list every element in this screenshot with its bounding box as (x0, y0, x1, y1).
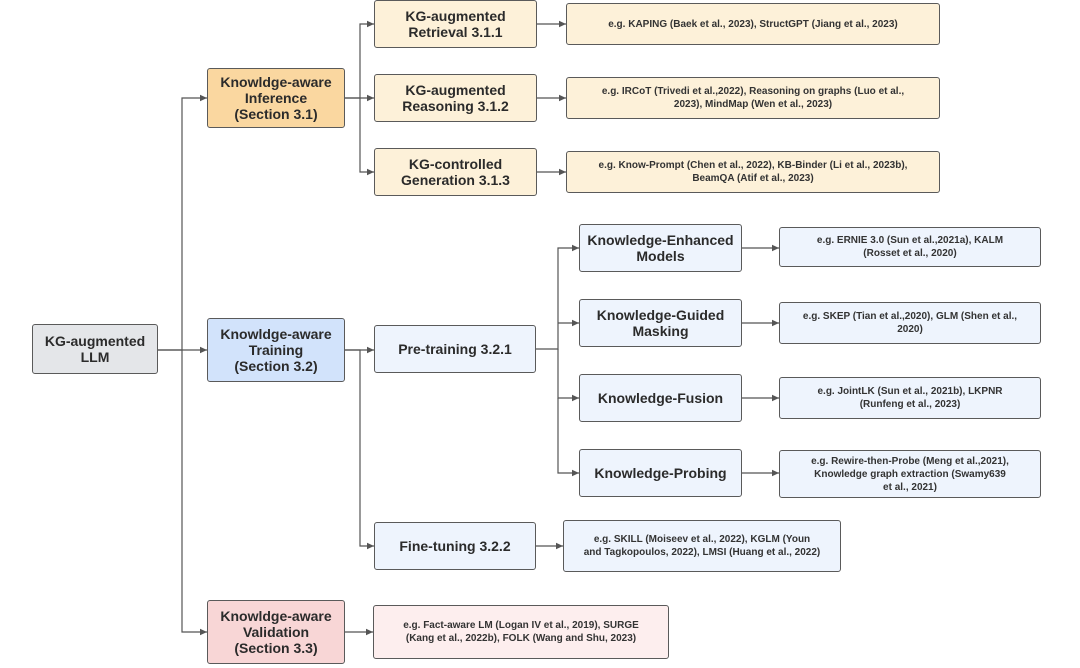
finetuning-examples-text: e.g. SKILL (Moiseev et al., 2022), KGLM … (583, 534, 821, 558)
knowledge-probing-node: Knowledge-Probing (579, 449, 742, 497)
edge-pretraining-fusion (557, 349, 579, 402)
enhanced-models-label: Knowledge-Enhanced Models (587, 232, 734, 264)
retrieval-examples-text: e.g. KAPING (Baek et al., 2023), StructG… (608, 18, 898, 30)
training-node: Knowldge-aware Training (Section 3.2) (207, 318, 345, 382)
generation-label: KG-controlled Generation 3.1.3 (401, 156, 510, 188)
reasoning-node: KG-augmented Reasoning 3.1.2 (374, 74, 537, 122)
root-node: KG-augmented LLM (32, 324, 158, 374)
edge-inference-retrieval (345, 20, 374, 99)
knowledge-probing-label: Knowledge-Probing (594, 465, 727, 481)
root-label: KG-augmented LLM (44, 333, 146, 365)
edge-pretraining-probing (557, 398, 579, 477)
masking-examples-text: e.g. SKEP (Tian et al.,2020), GLM (Shen … (802, 311, 1018, 335)
reasoning-examples-node: e.g. IRCoT (Trivedi et al.,2022), Reason… (566, 77, 940, 119)
training-label: Knowldge-aware Training (Section 3.2) (220, 326, 332, 374)
probing-examples-node: e.g. Rewire-then-Probe (Meng et al.,2021… (779, 450, 1041, 498)
validation-examples-node: e.g. Fact-aware LM (Logan IV et al., 201… (373, 605, 669, 659)
reasoning-label: KG-augmented Reasoning 3.1.2 (402, 82, 509, 114)
guided-masking-label: Knowledge-Guided Masking (596, 307, 725, 339)
inference-label: Knowldge-aware Inference (Section 3.1) (220, 74, 332, 122)
retrieval-node: KG-augmented Retrieval 3.1.1 (374, 0, 537, 48)
validation-node: Knowldge-aware Validation (Section 3.3) (207, 600, 345, 664)
enhanced-examples-text: e.g. ERNIE 3.0 (Sun et al.,2021a), KALM … (816, 235, 1004, 259)
reasoning-examples-text: e.g. IRCoT (Trivedi et al.,2022), Reason… (601, 86, 905, 110)
guided-masking-node: Knowledge-Guided Masking (579, 299, 742, 347)
finetuning-examples-node: e.g. SKILL (Moiseev et al., 2022), KGLM … (563, 520, 841, 572)
retrieval-label: KG-augmented Retrieval 3.1.1 (405, 8, 506, 40)
probing-examples-text: e.g. Rewire-then-Probe (Meng et al.,2021… (811, 455, 1009, 493)
generation-examples-text: e.g. Know-Prompt (Chen et al., 2022), KB… (598, 160, 908, 184)
fusion-examples-text: e.g. JointLK (Sun et al., 2021b), LKPNR … (817, 386, 1003, 410)
pretraining-node: Pre-training 3.2.1 (374, 325, 536, 373)
validation-label: Knowldge-aware Validation (Section 3.3) (220, 608, 332, 656)
edge-pretraining-enhanced (536, 244, 579, 350)
validation-examples-text: e.g. Fact-aware LM (Logan IV et al., 201… (403, 620, 639, 644)
knowledge-fusion-label: Knowledge-Fusion (597, 390, 724, 406)
enhanced-examples-node: e.g. ERNIE 3.0 (Sun et al.,2021a), KALM … (779, 227, 1041, 267)
edge-root-validation (181, 350, 207, 636)
edge-training-finetuning (345, 349, 374, 550)
pretraining-label: Pre-training 3.2.1 (398, 341, 512, 357)
knowledge-fusion-node: Knowledge-Fusion (579, 374, 742, 422)
edge-group (158, 20, 779, 636)
fusion-examples-node: e.g. JointLK (Sun et al., 2021b), LKPNR … (779, 377, 1041, 419)
generation-node: KG-controlled Generation 3.1.3 (374, 148, 537, 196)
edge-inference-generation (359, 98, 374, 176)
finetuning-node: Fine-tuning 3.2.2 (374, 522, 536, 570)
edge-root-inference (158, 94, 207, 351)
finetuning-label: Fine-tuning 3.2.2 (399, 538, 511, 554)
enhanced-models-node: Knowledge-Enhanced Models (579, 224, 742, 272)
masking-examples-node: e.g. SKEP (Tian et al.,2020), GLM (Shen … (779, 302, 1041, 344)
inference-node: Knowldge-aware Inference (Section 3.1) (207, 68, 345, 128)
generation-examples-node: e.g. Know-Prompt (Chen et al., 2022), KB… (566, 151, 940, 193)
retrieval-examples-node: e.g. KAPING (Baek et al., 2023), StructG… (566, 3, 940, 45)
